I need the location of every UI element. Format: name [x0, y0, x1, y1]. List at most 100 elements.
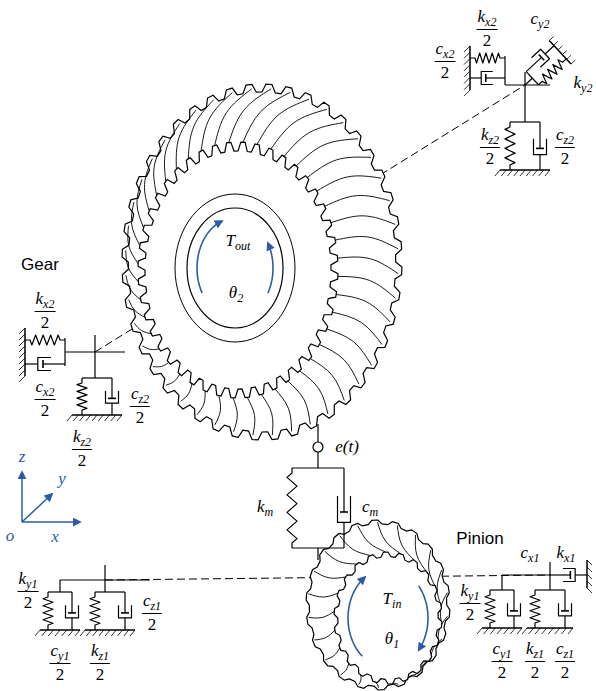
tooth-line: [153, 362, 169, 366]
tooth-line: [247, 397, 255, 435]
parameter-fraction: cz12: [555, 640, 575, 681]
ground-hatch: [484, 628, 489, 634]
damper-piston: [539, 54, 544, 60]
ground-hatch: [55, 630, 60, 636]
ground-hatch: [504, 628, 509, 634]
symbol-letter: k: [461, 581, 469, 600]
ground-hatch: [48, 630, 53, 636]
ground-hatch: [501, 170, 506, 176]
ground-hatch: [587, 567, 592, 572]
fraction-numerator: cx2: [35, 378, 56, 399]
ground-hatch: [587, 581, 592, 586]
symbol-letter: c: [362, 497, 370, 516]
symbol-letter: k: [526, 639, 534, 658]
parameter-symbol: cx1: [521, 544, 540, 561]
ground-hatch: [562, 51, 566, 55]
ground-hatch: [497, 628, 502, 634]
fraction-denominator: 2: [460, 603, 481, 623]
fraction-numerator: kz2: [72, 428, 92, 449]
symbol-letter: θ: [385, 629, 393, 648]
damper-cylinder: [481, 72, 493, 85]
tooth-line: [325, 648, 340, 660]
tooth-line: [126, 250, 139, 282]
tooth-line: [261, 394, 273, 435]
tooth-line: [181, 384, 192, 402]
support-cross: [502, 574, 550, 575]
tooth-line: [309, 611, 335, 618]
damper-rod: [539, 155, 540, 170]
ground-hatch: [68, 630, 73, 636]
ground-hatch: [464, 77, 470, 83]
damper-rod: [111, 403, 112, 415]
ground-hatch: [118, 630, 123, 636]
support-cross: [505, 84, 550, 85]
parameter-symbol: ky2: [574, 74, 593, 91]
support-bar: [504, 56, 505, 85]
axis-label: y: [58, 469, 66, 488]
damper-rod: [111, 378, 112, 398]
axis-label: x: [51, 527, 59, 546]
parameter-fraction: kz12: [90, 642, 110, 683]
tooth-line: [288, 381, 310, 424]
subscript: y2: [538, 17, 549, 31]
tooth-line: [331, 216, 395, 225]
symbol-letter: θ: [229, 283, 237, 302]
parameter-fraction: kx22: [35, 290, 56, 331]
fraction-denominator: 2: [130, 406, 150, 426]
axis-label-group: y: [58, 470, 66, 487]
ground-hatch: [558, 46, 562, 50]
support-cross: [104, 565, 105, 592]
ground-hatch: [19, 358, 25, 364]
ground-hatch: [98, 415, 103, 421]
subscript: z1: [150, 599, 161, 613]
spring-symbol: [90, 592, 100, 630]
fraction-numerator: cx2: [435, 40, 456, 61]
tooth-line: [271, 109, 327, 149]
parameter-fraction: ky12: [460, 582, 481, 623]
damper-rod: [71, 618, 72, 630]
ground-hatch: [464, 90, 470, 96]
tooth-line: [300, 371, 328, 414]
ground-hatch: [535, 628, 540, 634]
tooth-line: [314, 630, 335, 640]
ground-hatch: [587, 574, 592, 579]
support-cross: [94, 335, 95, 378]
axis-label-group: z: [19, 448, 26, 465]
damper-piston: [570, 571, 572, 579]
ground-hatch: [92, 415, 97, 421]
mesh-bar: [292, 467, 344, 468]
symbol-letter: c: [131, 384, 139, 403]
tooth-line: [257, 99, 309, 144]
ground-hatch: [571, 60, 575, 64]
fraction-denominator: 2: [142, 613, 162, 633]
tooth-line: [215, 89, 252, 146]
part-name-group: Pinion: [456, 530, 503, 547]
damper-rod: [550, 574, 570, 575]
pinion-outline: [306, 520, 450, 690]
damper-rod: [545, 46, 554, 54]
support-cross: [549, 562, 550, 590]
gear-torque-arrow: [197, 221, 222, 293]
fraction-denominator: 2: [480, 147, 500, 167]
parameter-fraction: cz12: [142, 592, 162, 633]
fraction-numerator: ky1: [460, 582, 481, 603]
ground-hatch: [477, 628, 482, 634]
tooth-line: [335, 237, 398, 249]
ground-hatch: [80, 630, 85, 636]
subscript: x2: [485, 15, 496, 29]
fraction-denominator: 2: [525, 661, 545, 681]
parameter-fraction: cx22: [435, 40, 456, 81]
subscript: y1: [468, 589, 479, 603]
ground-hatch: [19, 370, 25, 376]
subscript: y1: [58, 649, 69, 663]
damper-rod: [25, 363, 38, 364]
ground-hatch: [42, 630, 47, 636]
support-bar: [510, 121, 540, 122]
parameter-symbol: km: [257, 498, 273, 515]
mesh-link: [317, 548, 318, 560]
ground-hatch: [464, 52, 470, 58]
symbol-letter: c: [143, 591, 151, 610]
subscript: y1: [26, 577, 37, 591]
pinion-face: [334, 552, 442, 684]
